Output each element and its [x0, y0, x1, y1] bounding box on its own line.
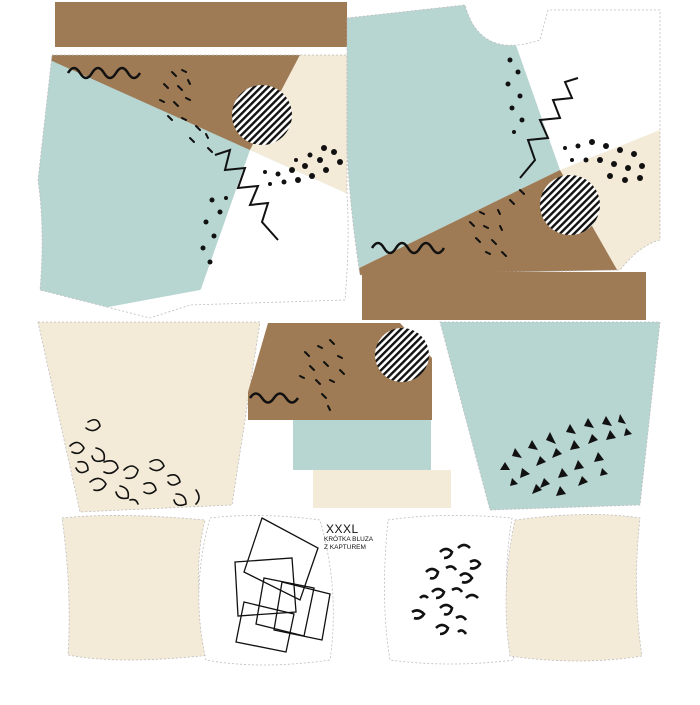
left-sleeve-panel: [37, 321, 261, 513]
leopard-pattern: [411, 543, 482, 636]
squiggle-line: [248, 392, 300, 404]
dashes-cluster: [159, 69, 213, 153]
triangle-pattern: [500, 414, 632, 496]
striped-circle: [375, 328, 429, 382]
front-body-panel: [346, 4, 661, 320]
garment-name-line1: KRÓTKA BLUZA: [324, 536, 374, 543]
zigzag-line: [519, 77, 579, 179]
striped-circle: [232, 85, 292, 145]
dashes-cluster: [469, 189, 525, 257]
swirl-pattern: [69, 418, 200, 507]
squiggle-line: [66, 66, 142, 80]
squares-pattern: [234, 517, 331, 653]
hood-trim-block: [313, 470, 451, 508]
striped-circle: [540, 175, 600, 235]
pocket-left-panel: [198, 515, 334, 666]
size-label: XXXL KRÓTKA BLUZA Z KAPTUREM: [320, 522, 390, 552]
back-waistband: [55, 2, 347, 47]
dashes-cluster: [299, 339, 345, 411]
cuff-left-panel: [61, 515, 211, 661]
garment-name-line2: Z KAPTUREM: [324, 544, 366, 551]
cuff-right-panel: [505, 514, 643, 662]
front-waistband: [362, 272, 646, 320]
hood-panel: [248, 323, 451, 508]
hood-lining-block: [293, 420, 431, 470]
size-text: XXXL: [326, 522, 359, 536]
zigzag-line: [214, 148, 279, 241]
right-sleeve-panel: [439, 321, 661, 511]
pocket-right-panel: [384, 515, 515, 665]
dots-cluster: [505, 57, 645, 183]
dots-cluster: [200, 145, 343, 265]
back-body-panel: [37, 2, 349, 319]
squiggle-line: [370, 241, 446, 255]
